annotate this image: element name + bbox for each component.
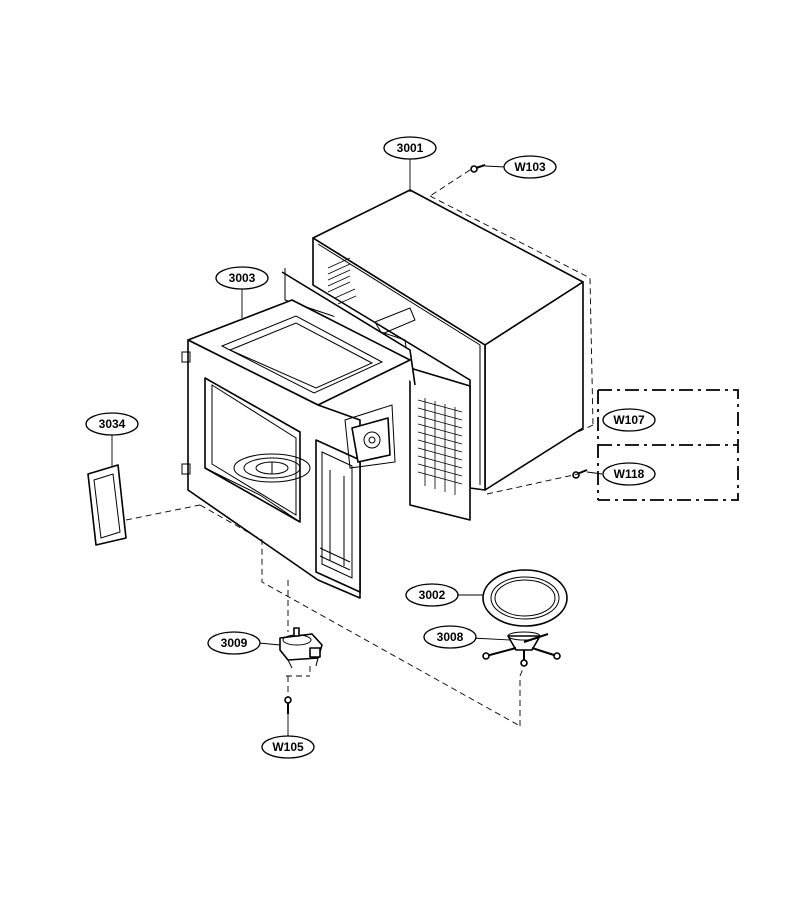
cover-plate-3034 [87, 464, 127, 546]
screw-w118 [572, 469, 588, 479]
callout-3008-text: 3008 [437, 630, 464, 644]
callout-3003-text: 3003 [229, 271, 256, 285]
oven-cavity-3003 [181, 268, 416, 599]
callout-w105-text: W105 [272, 740, 304, 754]
callout-3002: 3002 [405, 583, 459, 607]
screw-w105 [284, 696, 292, 714]
callout-w118: W118 [602, 462, 656, 486]
callout-3034-text: 3034 [99, 417, 126, 431]
callout-3001: 3001 [383, 136, 437, 160]
cabinet-vent-slots [327, 257, 357, 305]
screw-w103 [470, 164, 486, 173]
glass-tray-3002 [482, 569, 568, 627]
callout-3009-text: 3009 [221, 636, 248, 650]
callout-w107: W107 [602, 408, 656, 432]
screw-group-box [597, 389, 739, 501]
callout-w103-text: W103 [514, 160, 546, 174]
callout-3009: 3009 [207, 631, 261, 655]
callout-3002-text: 3002 [419, 588, 446, 602]
callout-3034: 3034 [85, 412, 139, 436]
callout-w118-text: W118 [614, 467, 645, 481]
callout-3003: 3003 [215, 266, 269, 290]
outer-cabinet-3001 [312, 189, 594, 521]
roller-ring-3008 [482, 631, 561, 667]
callout-w107-text: W107 [613, 413, 645, 427]
callout-3008: 3008 [423, 625, 477, 649]
back-plate-perforation [417, 398, 463, 495]
turntable-motor-3009 [279, 627, 323, 669]
callout-3001-text: 3001 [397, 141, 424, 155]
callout-w103: W103 [503, 155, 557, 179]
assembly-lines [125, 169, 579, 727]
leader-lines [111, 158, 603, 737]
callout-w105: W105 [261, 735, 315, 759]
